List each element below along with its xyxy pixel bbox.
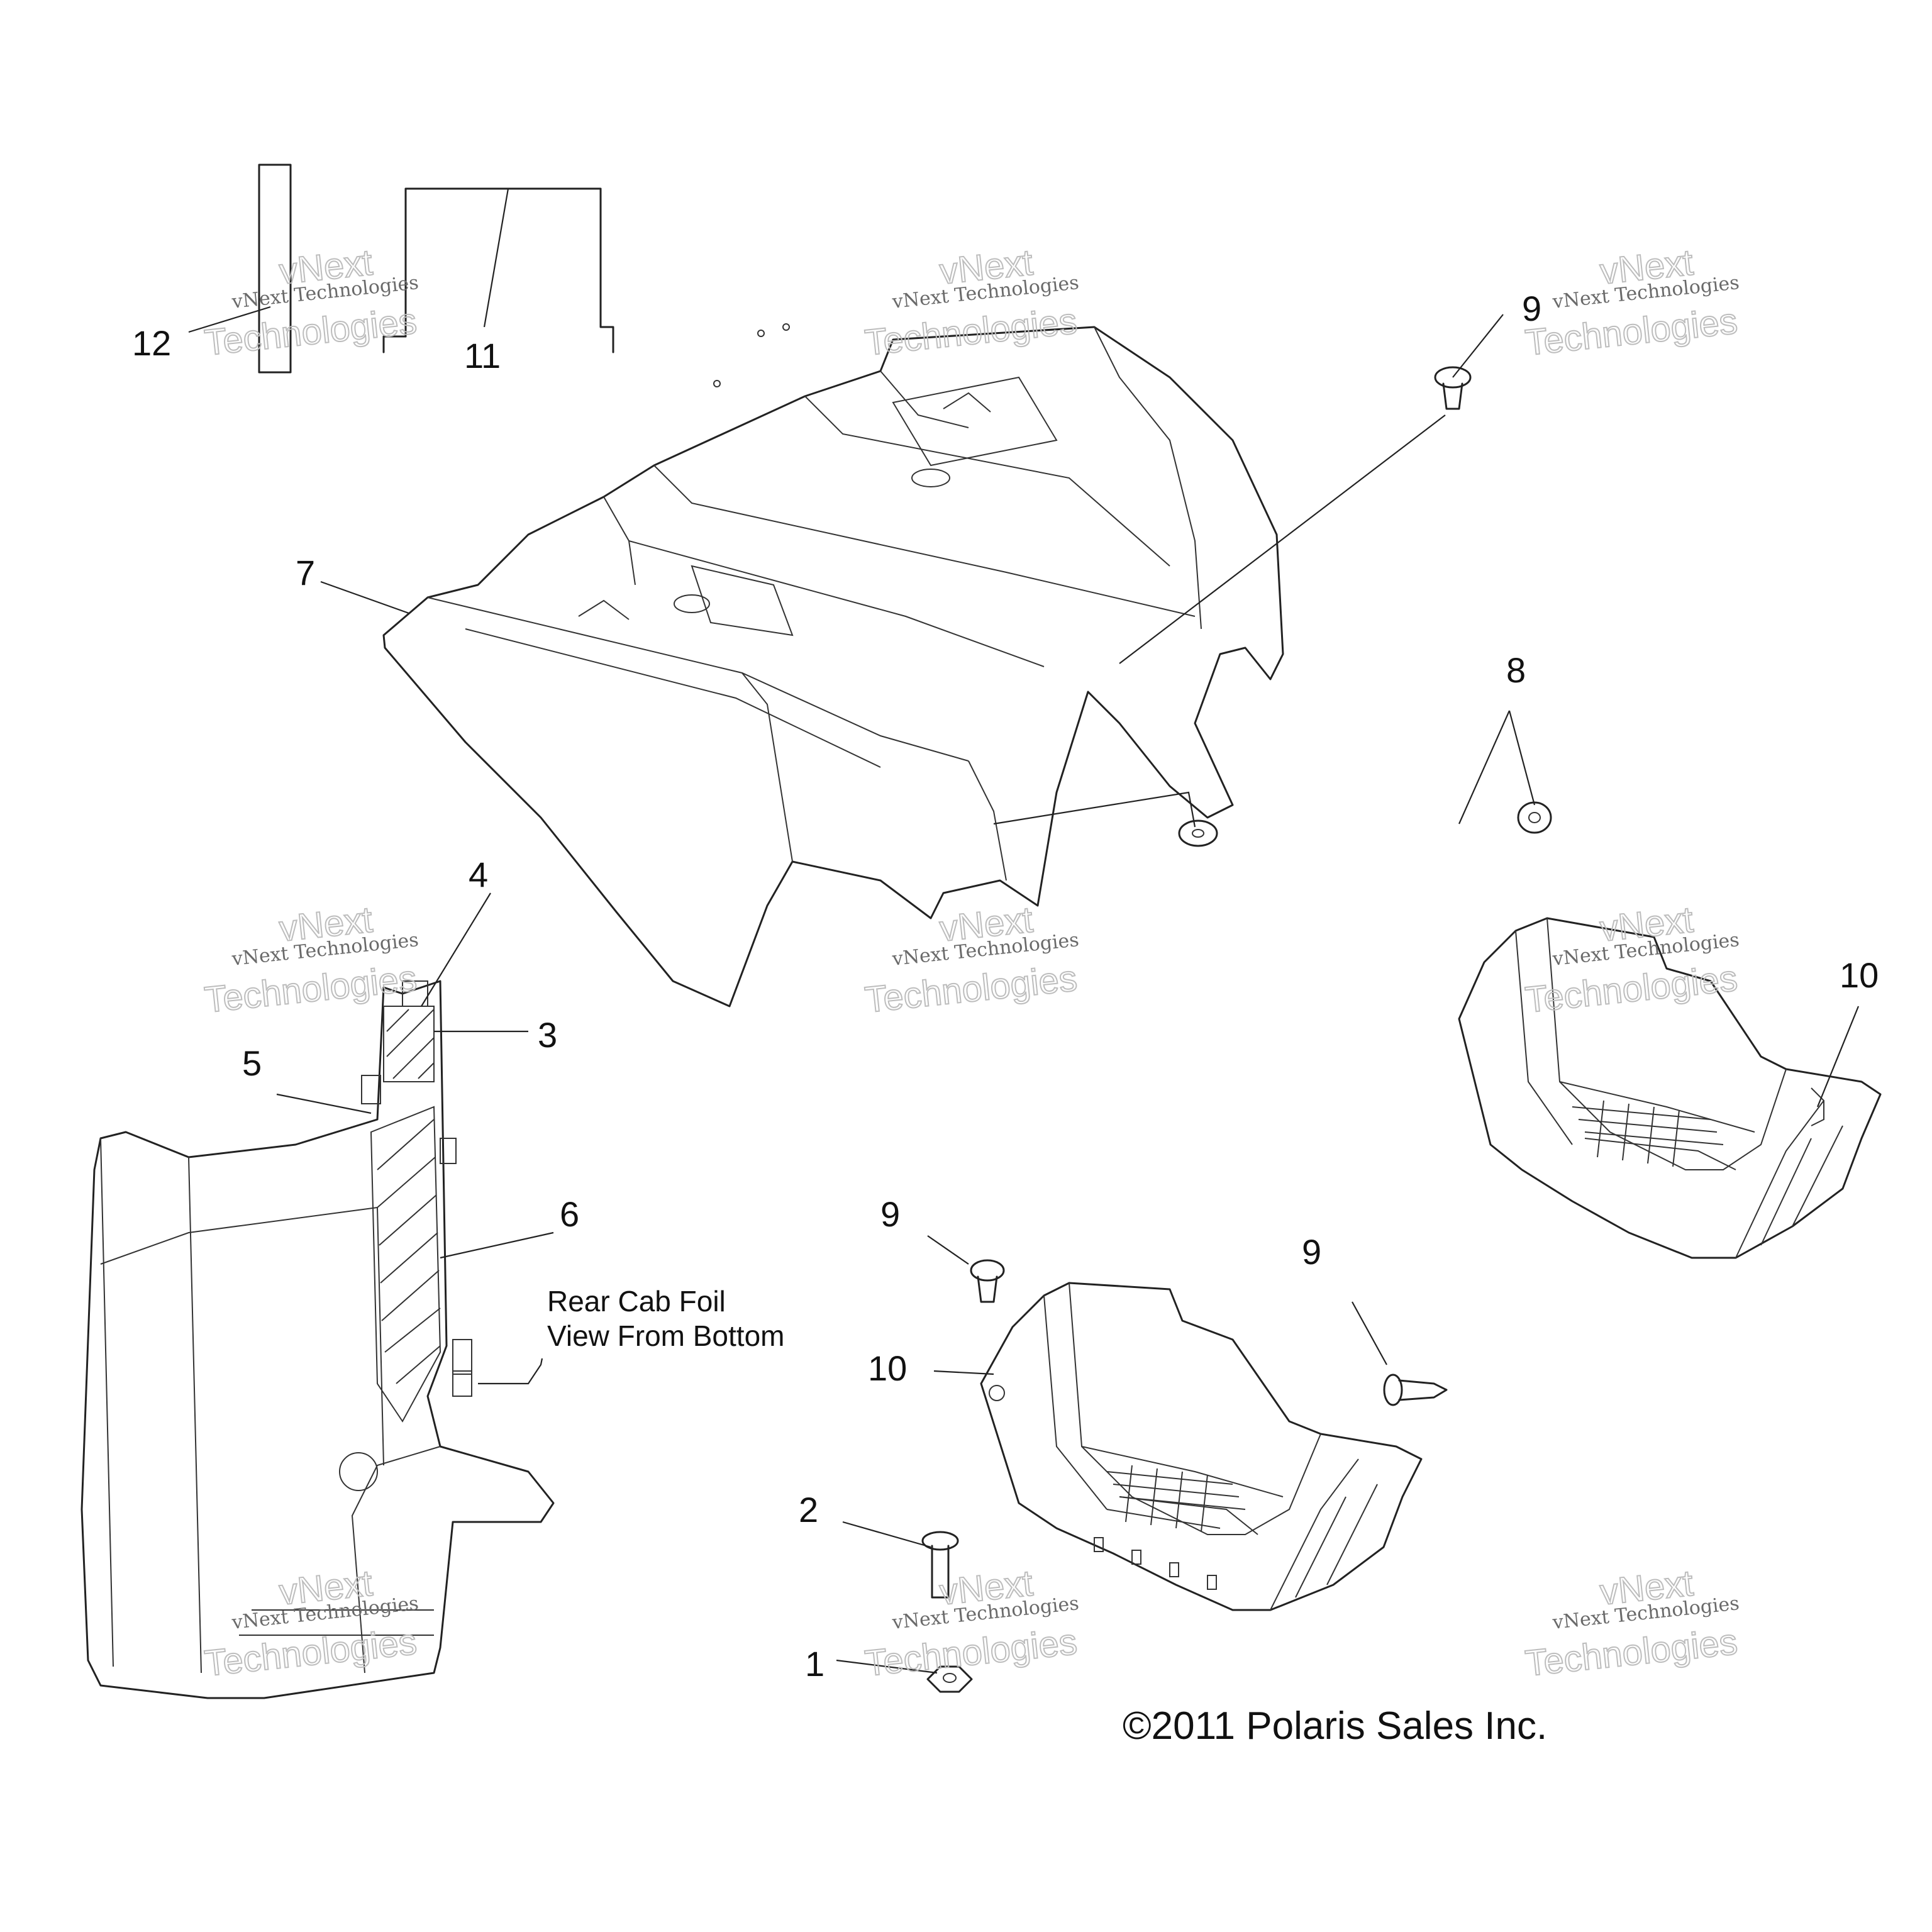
watermark-3: vNext Technologies vNext Technologies <box>1523 242 1740 364</box>
callout-10-right: 10 <box>1840 955 1879 995</box>
footwell-right-tread <box>1572 1100 1724 1167</box>
callout-9-top: 9 <box>1522 289 1541 328</box>
washers-part-8 <box>1178 801 1552 847</box>
copyright-text: ©2011 Polaris Sales Inc. <box>1123 1704 1547 1748</box>
callout-2: 2 <box>799 1490 818 1530</box>
push-rivet-middle <box>970 1259 1005 1303</box>
callout-12: 12 <box>132 323 171 363</box>
watermark-6: vNext Technologies vNext Technologies <box>1523 899 1740 1021</box>
callout-11: 11 <box>464 336 501 375</box>
nut-part-1 <box>926 1665 973 1693</box>
decal-strip-part-12 <box>258 164 292 374</box>
callout-9-right: 9 <box>1302 1232 1321 1272</box>
foil-hatching <box>377 1009 441 1384</box>
footwell-right-part-10 <box>1458 917 1882 1259</box>
watermark-9: vNext Technologies vNext Technologies <box>1523 1562 1740 1685</box>
rear-cab-foil-view <box>80 980 555 1699</box>
leader-lines <box>188 188 1860 1674</box>
watermark-2: vNext Technologies vNext Technologies <box>862 242 1080 364</box>
callout-4: 4 <box>469 855 488 894</box>
rear-cab-part-7 <box>382 323 1284 1008</box>
callout-3: 3 <box>538 1015 557 1055</box>
watermark-1: vNext Technologies vNext Technologies <box>202 242 419 364</box>
push-rivet-top <box>1434 366 1472 410</box>
watermark-8: vNext Technologies vNext Technologies <box>862 1562 1080 1685</box>
caption-line-2: View From Bottom <box>547 1319 784 1352</box>
caption-line-1: Rear Cab Foil <box>547 1285 726 1318</box>
watermark-4: vNext Technologies vNext Technologies <box>202 899 419 1021</box>
callout-numbers: 12 11 7 9 8 4 3 5 6 10 9 9 10 2 1 <box>132 289 1879 1684</box>
callout-5: 5 <box>242 1043 262 1083</box>
watermark-5: vNext Technologies vNext Technologies <box>862 899 1080 1021</box>
callout-8: 8 <box>1506 650 1526 690</box>
callout-7: 7 <box>296 553 315 592</box>
push-rivet-right <box>1383 1374 1448 1406</box>
footwell-left-part-10 <box>980 1282 1423 1611</box>
bracket-part-11 <box>382 187 614 353</box>
callout-9-middle: 9 <box>880 1194 900 1234</box>
callout-1: 1 <box>805 1644 824 1684</box>
callout-6: 6 <box>560 1194 579 1234</box>
footwell-left-tread <box>1106 1465 1246 1532</box>
watermark-7: vNext Technologies vNext Technologies <box>202 1562 419 1685</box>
bolt-part-2 <box>921 1531 959 1599</box>
callout-10-left: 10 <box>868 1348 907 1388</box>
